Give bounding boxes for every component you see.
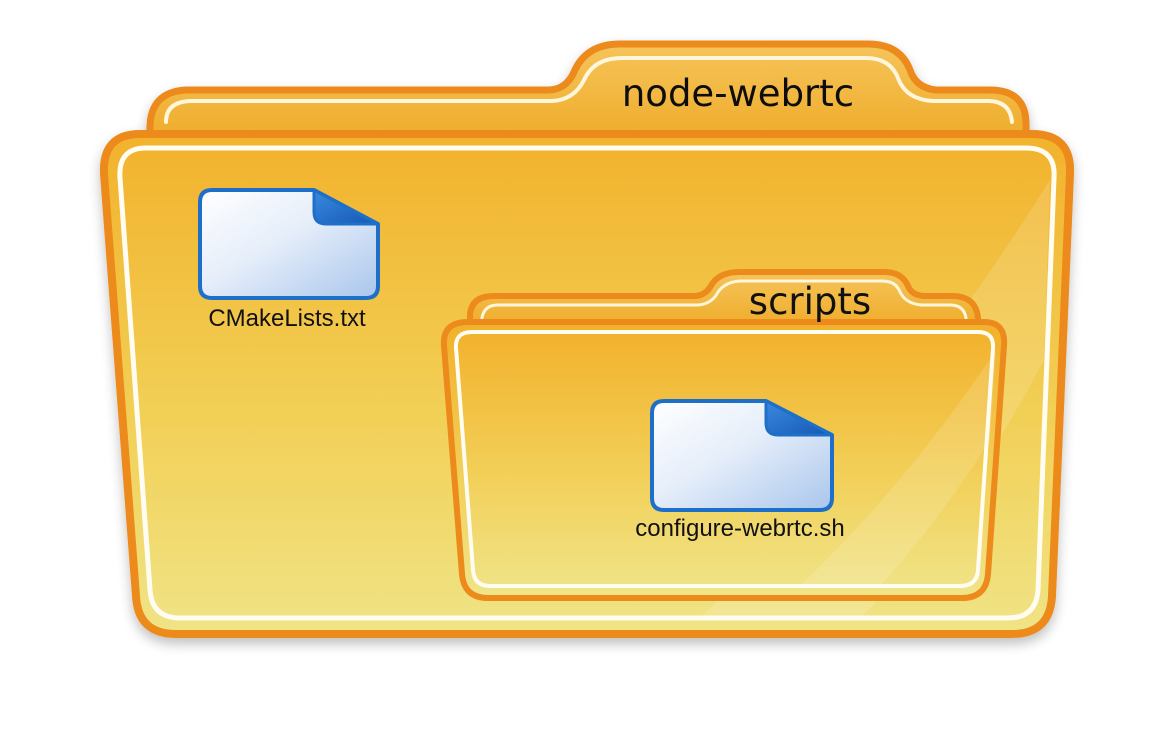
document-icon <box>650 399 834 512</box>
subfolder-back-highlight <box>480 279 968 320</box>
file-configure-webrtc[interactable]: configure-webrtc.sh <box>635 399 845 542</box>
folder-label-node-webrtc: node-webrtc <box>622 72 854 115</box>
folder-back-panel <box>146 40 1030 144</box>
folder-front-inner-rim <box>117 145 1057 621</box>
document-icon <box>198 188 380 300</box>
file-label-cmakelists: CMakeLists.txt <box>208 305 366 332</box>
file-label-configure-webrtc: configure-webrtc.sh <box>635 515 844 542</box>
folder-back-highlight <box>164 56 1014 124</box>
subfolder-back-panel <box>467 269 981 331</box>
folder-scripts[interactable]: scripts <box>440 269 1008 601</box>
folder-label-scripts: scripts <box>749 280 871 323</box>
subfolder-front-inner-rim <box>453 330 996 588</box>
file-cmakelists[interactable]: CMakeLists.txt <box>198 188 380 332</box>
subfolder-sheen <box>800 350 996 586</box>
